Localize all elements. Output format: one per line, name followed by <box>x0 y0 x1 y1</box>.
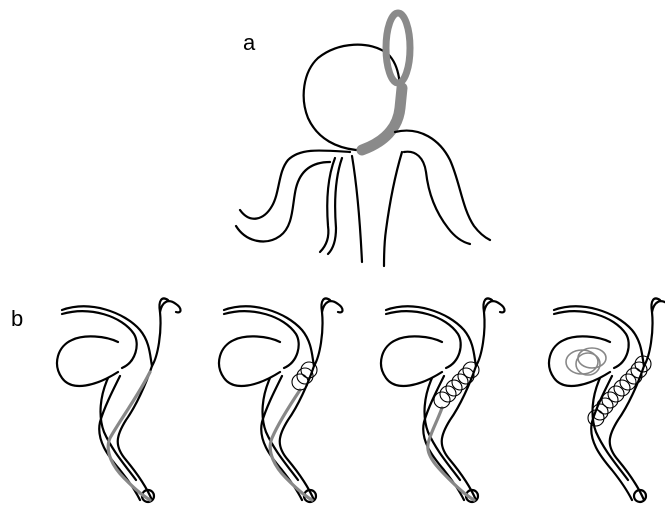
panel-b-step-4 <box>549 299 665 503</box>
catheter-tube <box>362 88 402 150</box>
vessel-trunk-right <box>384 152 402 266</box>
vessel-inner-left <box>320 158 335 252</box>
panel-b-step-1 <box>57 299 180 503</box>
microcatheter <box>108 372 150 500</box>
aneurysm-coil-loops <box>566 348 606 375</box>
vessel-left-branch-lower <box>236 162 330 241</box>
vessel-outline <box>549 299 665 503</box>
vessel-right-branch <box>395 131 490 240</box>
vessel-right-inner <box>404 152 470 244</box>
microcatheter <box>428 408 474 500</box>
panel-a-diagram <box>236 13 490 266</box>
panel-b-diagram <box>57 299 665 503</box>
vessel-trunk-left <box>352 156 362 262</box>
panel-b-step-2 <box>219 299 342 503</box>
panel-b-step-3 <box>381 299 504 503</box>
